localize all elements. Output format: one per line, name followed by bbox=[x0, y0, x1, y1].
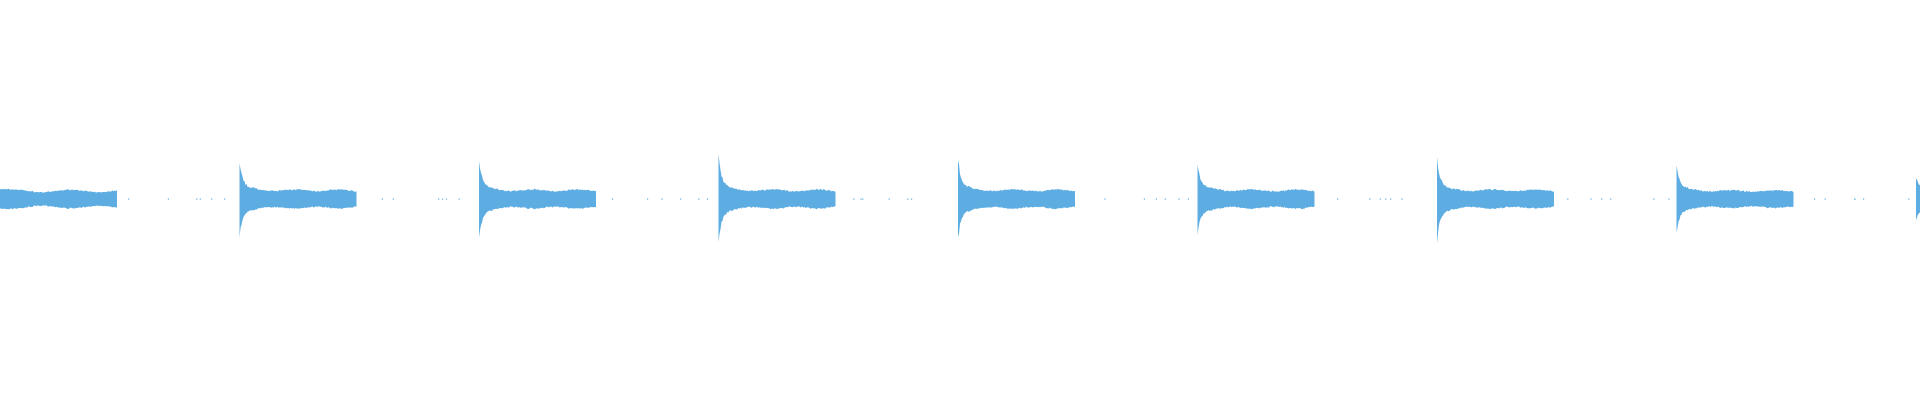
waveform-noise bbox=[1908, 198, 1910, 200]
waveform-noise bbox=[438, 198, 440, 200]
waveform-noise bbox=[1143, 198, 1145, 200]
waveform-noise bbox=[1653, 198, 1655, 200]
waveform-envelope bbox=[958, 160, 1075, 238]
waveform-clip bbox=[1916, 178, 1920, 221]
waveform-envelope bbox=[1437, 156, 1554, 244]
waveform-noise bbox=[1567, 198, 1569, 200]
waveform-noise bbox=[1814, 198, 1816, 200]
waveform-noise bbox=[679, 198, 682, 200]
waveform-noise bbox=[1854, 198, 1856, 200]
waveform-envelope bbox=[1197, 164, 1315, 235]
waveform-noise bbox=[888, 198, 890, 200]
waveform-noise bbox=[199, 198, 201, 200]
waveform-clip bbox=[479, 161, 708, 238]
waveform-noise bbox=[860, 198, 862, 200]
waveform-noise bbox=[127, 198, 130, 200]
waveform-clips bbox=[0, 154, 1920, 244]
waveform-noise bbox=[1390, 198, 1392, 200]
waveform-noise bbox=[1610, 198, 1612, 200]
waveform-noise bbox=[1178, 198, 1180, 200]
waveform-noise bbox=[1187, 198, 1189, 200]
waveform-noise bbox=[1824, 198, 1826, 200]
waveform-noise bbox=[1601, 198, 1603, 200]
waveform-noise bbox=[853, 198, 855, 200]
waveform-noise bbox=[223, 198, 226, 200]
waveform-noise bbox=[1385, 198, 1387, 200]
waveform-noise bbox=[458, 198, 460, 200]
waveform-clip bbox=[958, 160, 1189, 238]
waveform-noise bbox=[698, 198, 700, 200]
waveform-noise bbox=[211, 198, 213, 200]
waveform-noise bbox=[1668, 198, 1670, 200]
waveform-noise bbox=[661, 198, 663, 200]
waveform-envelope bbox=[718, 154, 836, 243]
waveform-clip bbox=[1437, 156, 1670, 244]
waveform-noise bbox=[196, 198, 198, 200]
waveform-noise bbox=[907, 198, 909, 200]
waveform-envelope bbox=[1676, 165, 1794, 233]
waveform-noise bbox=[1401, 198, 1403, 200]
waveform-clip bbox=[718, 154, 913, 243]
waveform-clip bbox=[0, 188, 226, 210]
waveform-noise bbox=[1155, 198, 1157, 200]
waveform-noise bbox=[612, 198, 614, 200]
waveform-noise bbox=[442, 198, 444, 200]
waveform-noise bbox=[1590, 198, 1592, 200]
waveform-noise bbox=[1863, 198, 1865, 200]
waveform-noise bbox=[862, 198, 864, 200]
waveform-envelope bbox=[239, 163, 357, 238]
waveform-noise bbox=[647, 198, 649, 200]
waveform-clip bbox=[1676, 165, 1910, 233]
waveform-noise bbox=[392, 198, 394, 200]
waveform-noise bbox=[1369, 198, 1371, 200]
waveform-noise bbox=[1104, 198, 1106, 200]
waveform-envelope bbox=[1916, 178, 1920, 221]
waveform-clip bbox=[239, 163, 460, 238]
waveform-noise bbox=[445, 198, 448, 200]
waveform-noise bbox=[706, 198, 708, 200]
waveform-envelope bbox=[0, 188, 117, 210]
waveform-noise bbox=[167, 198, 169, 200]
waveform-noise bbox=[1337, 198, 1339, 200]
waveform-clip bbox=[1197, 164, 1403, 235]
waveform-noise bbox=[381, 198, 383, 200]
waveform-noise bbox=[1379, 198, 1381, 200]
waveform-envelope bbox=[479, 161, 596, 238]
waveform-noise bbox=[1164, 198, 1166, 200]
waveform-noise bbox=[911, 198, 913, 200]
